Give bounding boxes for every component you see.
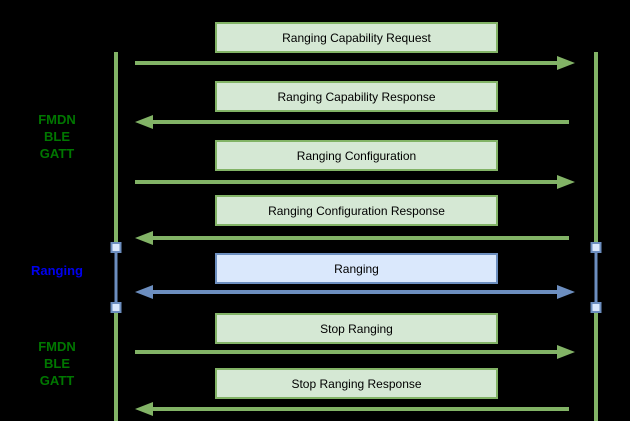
message-label: Ranging Configuration Response: [268, 203, 445, 218]
activation-node-icon: [590, 242, 601, 253]
arrowhead-left-icon: [135, 285, 153, 299]
arrowhead-right-icon: [557, 285, 575, 299]
arrow-shaft: [135, 350, 562, 354]
message-label: Ranging: [334, 261, 379, 276]
arrowhead-left-icon: [135, 402, 153, 416]
side-label-fmdn-ble-gatt-top: FMDN BLE GATT: [18, 111, 96, 162]
message-box: Ranging Configuration: [215, 140, 498, 171]
side-label-line: FMDN: [38, 112, 76, 127]
message-arrow: [135, 231, 575, 245]
arrowhead-left-icon: [135, 115, 153, 129]
message-box: Stop Ranging Response: [215, 368, 498, 399]
message-label: Ranging Configuration: [296, 148, 417, 163]
side-label-fmdn-ble-gatt-bottom: FMDN BLE GATT: [18, 338, 96, 389]
side-label-line: Ranging: [31, 263, 83, 278]
message-box: Stop Ranging: [215, 313, 498, 344]
arrow-shaft: [135, 61, 562, 65]
message-arrow: [135, 56, 575, 70]
arrow-shaft: [148, 290, 562, 294]
lifeline-left-ranging-segment: [114, 253, 117, 302]
lifeline-right: [590, 52, 601, 421]
arrowhead-right-icon: [557, 345, 575, 359]
arrow-shaft: [135, 180, 562, 184]
message-arrow: [135, 345, 575, 359]
message-label: Stop Ranging: [320, 321, 393, 336]
activation-node-icon: [590, 302, 601, 313]
lifeline-left: [110, 52, 121, 421]
arrowhead-right-icon: [557, 56, 575, 70]
message-label: Stop Ranging Response: [291, 376, 422, 391]
activation-node-icon: [110, 242, 121, 253]
lifeline-left-gatt-bottom-segment: [113, 313, 118, 421]
message-arrow: [135, 285, 575, 299]
message-arrow: [135, 175, 575, 189]
message-label: Ranging Capability Response: [277, 89, 436, 104]
arrow-shaft: [148, 120, 569, 124]
side-label-line: FMDN: [38, 339, 76, 354]
lifeline-right-gatt-bottom-segment: [593, 313, 598, 421]
lifeline-left-gatt-top-segment: [113, 52, 118, 243]
arrow-shaft: [148, 407, 569, 411]
message-arrow: [135, 402, 575, 416]
lifeline-right-ranging-segment: [594, 253, 597, 302]
activation-node-icon: [110, 302, 121, 313]
arrowhead-left-icon: [135, 231, 153, 245]
arrow-shaft: [148, 236, 569, 240]
message-box: Ranging Capability Response: [215, 81, 498, 112]
side-label-line: GATT: [39, 373, 75, 388]
lifeline-right-gatt-top-segment: [593, 52, 598, 243]
arrowhead-right-icon: [557, 175, 575, 189]
side-label-line: GATT: [39, 146, 75, 161]
message-box: Ranging Configuration Response: [215, 195, 498, 226]
side-label-line: BLE: [44, 129, 70, 144]
side-label-ranging: Ranging: [18, 262, 96, 279]
message-label: Ranging Capability Request: [282, 30, 431, 45]
message-arrow: [135, 115, 575, 129]
message-box: Ranging: [215, 253, 498, 284]
message-box: Ranging Capability Request: [215, 22, 498, 53]
side-label-line: BLE: [44, 356, 70, 371]
